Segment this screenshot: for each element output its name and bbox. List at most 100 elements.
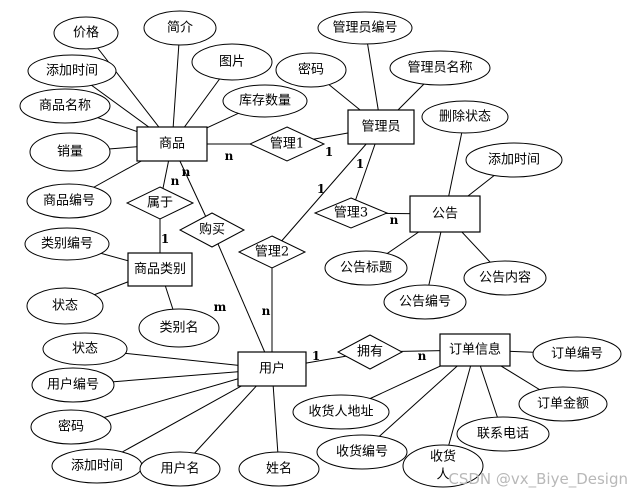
relationship-manage3: 管理3 <box>313 197 389 229</box>
entity-category: 商品类别 <box>127 252 193 287</box>
attribute-label: 类别名 <box>159 320 198 336</box>
attribute-ellipse <box>292 394 390 430</box>
attribute-ellipse <box>19 88 111 124</box>
attribute-ellipse <box>421 100 509 134</box>
entity-label: 用户 <box>259 361 285 377</box>
attribute-price: 价格 <box>53 16 119 50</box>
relationship-diamond <box>336 334 404 370</box>
entity-box <box>127 252 193 287</box>
entity-box <box>409 195 481 233</box>
attribute-o-phone: 联系电话 <box>456 416 550 452</box>
attribute-label: 用户编号 <box>47 377 99 393</box>
attribute-c-name: 类别名 <box>138 308 220 348</box>
attribute-label: 姓名 <box>266 461 292 477</box>
attribute-u-state: 状态 <box>42 332 128 366</box>
attribute-sales: 销量 <box>29 132 111 172</box>
cardinality-label: n <box>390 213 399 227</box>
attribute-u-addtime: 添加时间 <box>51 448 143 484</box>
attribute-ellipse <box>317 11 413 45</box>
attribute-label: 类别编号 <box>41 237 93 252</box>
entity-product: 商品 <box>136 126 208 162</box>
attribute-admin-name: 管理员名称 <box>389 50 491 86</box>
attribute-ellipse <box>463 260 547 296</box>
relationship-diamond <box>178 212 246 248</box>
attribute-ellipse <box>24 227 110 261</box>
attribute-ellipse <box>222 84 308 118</box>
attribute-o-no: 订单编号 <box>532 336 622 372</box>
attribute-image: 图片 <box>191 43 273 81</box>
entity-user: 用户 <box>237 351 307 387</box>
attribute-n-no: 公告编号 <box>383 284 467 320</box>
cardinality-label: n <box>262 304 271 318</box>
relationship-buy: 购买 <box>178 212 246 248</box>
cardinality-label: n <box>182 165 191 179</box>
attribute-ellipse <box>42 332 128 366</box>
attribute-o-addr: 收货人地址 <box>292 394 390 430</box>
attribute-u-pwd: 密码 <box>30 409 112 445</box>
entity-label: 订单信息 <box>449 342 501 358</box>
cardinality-label: n <box>171 174 180 188</box>
attribute-ellipse <box>139 451 221 487</box>
attribute-n-addtime: 添加时间 <box>465 142 563 178</box>
connector-line <box>171 27 181 145</box>
cardinality-label: n <box>418 349 427 363</box>
relationship-line <box>211 229 273 370</box>
attribute-ellipse <box>465 142 563 178</box>
attribute-ellipse <box>389 50 491 86</box>
attribute-label: 公告编号 <box>399 295 451 310</box>
attribute-label: 状态 <box>52 299 78 314</box>
attribute-ellipse <box>518 386 608 422</box>
attribute-ellipse <box>27 54 117 88</box>
attribute-ellipse <box>532 336 622 372</box>
attribute-label: 添加时间 <box>488 153 540 168</box>
relationship-label: 管理1 <box>270 137 304 152</box>
relationship-diamond <box>125 186 195 220</box>
attribute-p-name: 商品名称 <box>19 88 111 124</box>
attribute-label: 公告内容 <box>479 270 531 286</box>
entity-box <box>347 109 415 145</box>
relationship-diamond <box>237 235 307 269</box>
relationship-diamond <box>248 126 326 162</box>
attribute-ellipse <box>26 183 112 219</box>
cardinality-label: m <box>214 300 227 314</box>
attribute-label: 订单金额 <box>537 396 589 412</box>
entity-label: 商品 <box>159 137 185 152</box>
attribute-label: 添加时间 <box>71 459 123 474</box>
entity-box <box>136 126 208 162</box>
relationship-own: 拥有 <box>336 334 404 370</box>
attribute-label: 添加时间 <box>46 64 98 79</box>
attribute-ellipse <box>402 444 484 488</box>
attribute-ellipse <box>383 284 467 320</box>
attribute-label: 图片 <box>219 55 245 70</box>
attribute-del-state: 删除状态 <box>421 100 509 134</box>
relationship-manage1: 管理1 <box>248 126 326 162</box>
attribute-label: 密码 <box>58 419 84 435</box>
attribute-ellipse <box>53 16 119 50</box>
attribute-p-addtime: 添加时间 <box>27 54 117 88</box>
attribute-label: 收货人地址 <box>308 404 373 420</box>
attribute-ellipse <box>238 451 320 487</box>
entity-label: 管理员 <box>361 120 400 135</box>
attribute-c-state: 状态 <box>26 287 104 325</box>
attribute-ellipse <box>191 43 273 81</box>
attribute-label: 库存数量 <box>239 93 291 109</box>
attribute-label: 简介 <box>167 20 193 36</box>
relationship-label: 属于 <box>147 196 173 211</box>
entity-order: 订单信息 <box>439 333 511 367</box>
attribute-ellipse <box>275 52 347 88</box>
attribute-label: 删除状态 <box>439 110 491 125</box>
relationship-label: 拥有 <box>357 345 383 360</box>
cardinality-label: 1 <box>312 349 320 363</box>
cardinality-label: 1 <box>317 182 325 196</box>
attribute-ellipse <box>456 416 550 452</box>
attribute-admin-no: 管理员编号 <box>317 11 413 45</box>
attribute-ellipse <box>324 250 408 286</box>
attribute-label: 商品编号 <box>43 194 95 209</box>
entity-label: 公告 <box>432 207 458 222</box>
attribute-ellipse <box>316 434 408 470</box>
relationship-belong: 属于 <box>125 186 195 220</box>
attribute-u-no: 用户编号 <box>31 367 115 403</box>
attribute-o-receiver: 收货人 <box>402 444 484 488</box>
attribute-ellipse <box>26 287 104 325</box>
attribute-label: 管理员编号 <box>332 21 397 36</box>
